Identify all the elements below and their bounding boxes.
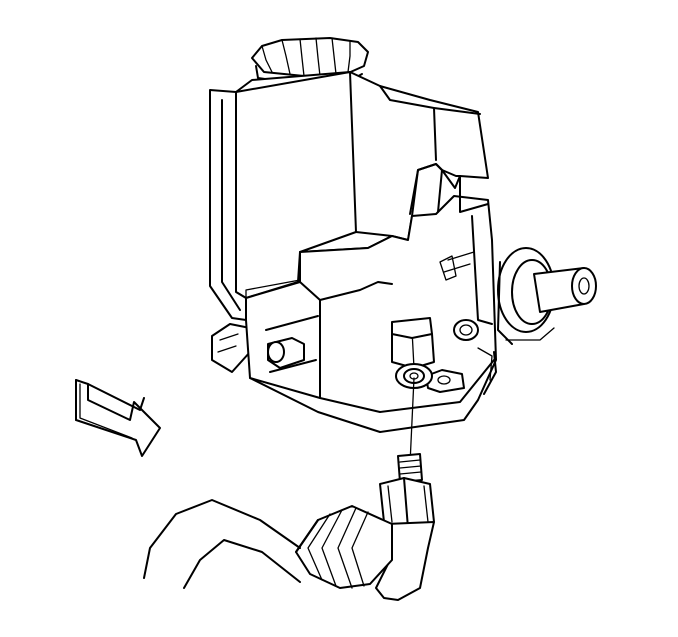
alignment-line xyxy=(409,377,415,465)
reservoir-cap xyxy=(251,37,369,85)
pump-body xyxy=(245,163,497,433)
pressure-hose-fitting xyxy=(379,453,435,531)
pressure-hose xyxy=(143,499,435,601)
direction-arrow xyxy=(75,379,161,457)
pump-shaft xyxy=(497,247,597,345)
pump-reservoir xyxy=(235,71,489,299)
pressure-port-fitting xyxy=(391,317,435,389)
mounting-stud xyxy=(267,337,305,369)
mounting-flange xyxy=(209,89,251,373)
